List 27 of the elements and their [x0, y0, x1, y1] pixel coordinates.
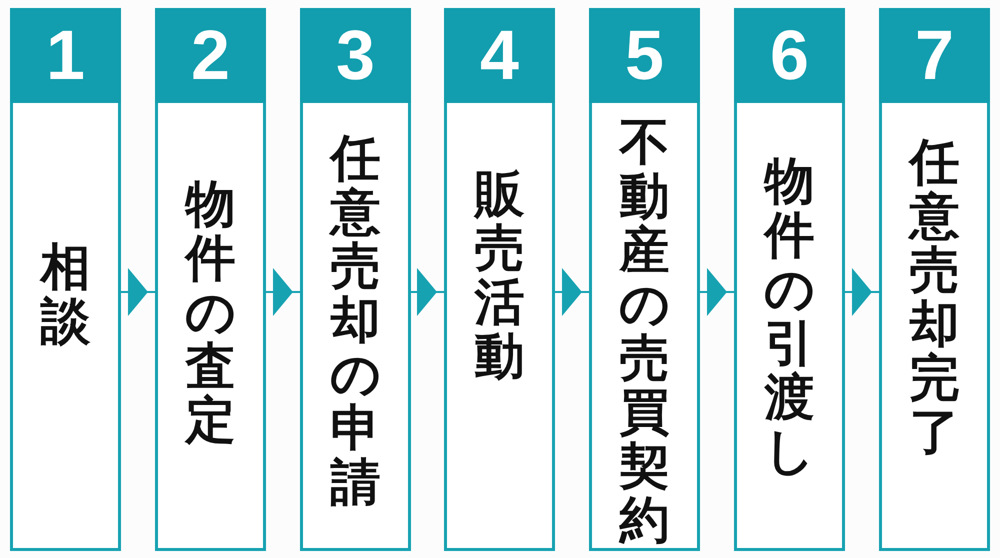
arrow [845, 268, 879, 316]
step-box [879, 8, 990, 551]
arrow [121, 268, 155, 316]
step-box [300, 8, 411, 551]
step-label: 物件の査定 [184, 177, 236, 447]
step-number: 3 [300, 8, 411, 103]
arrow [700, 268, 734, 316]
arrow [555, 268, 589, 316]
step-box [444, 8, 555, 551]
step-number: 7 [879, 8, 990, 103]
step-label: 任意売却完了 [908, 135, 960, 459]
step-number: 1 [10, 8, 121, 103]
step-number: 6 [734, 8, 845, 103]
step-number: 2 [155, 8, 266, 103]
step-label: 相談 [40, 240, 92, 348]
step-box [589, 8, 700, 551]
step-label: 物件の引渡し [764, 154, 816, 478]
step-label: 不動産の売買契約 [618, 115, 670, 547]
step-box [10, 8, 121, 551]
arrow [411, 268, 444, 316]
step-number: 5 [589, 8, 700, 103]
step-number: 4 [444, 8, 555, 103]
step-box [155, 8, 266, 551]
step-label: 販売活動 [474, 167, 526, 383]
arrow [266, 268, 300, 316]
step-box [734, 8, 845, 551]
step-label: 任意売却の申請 [330, 131, 382, 509]
